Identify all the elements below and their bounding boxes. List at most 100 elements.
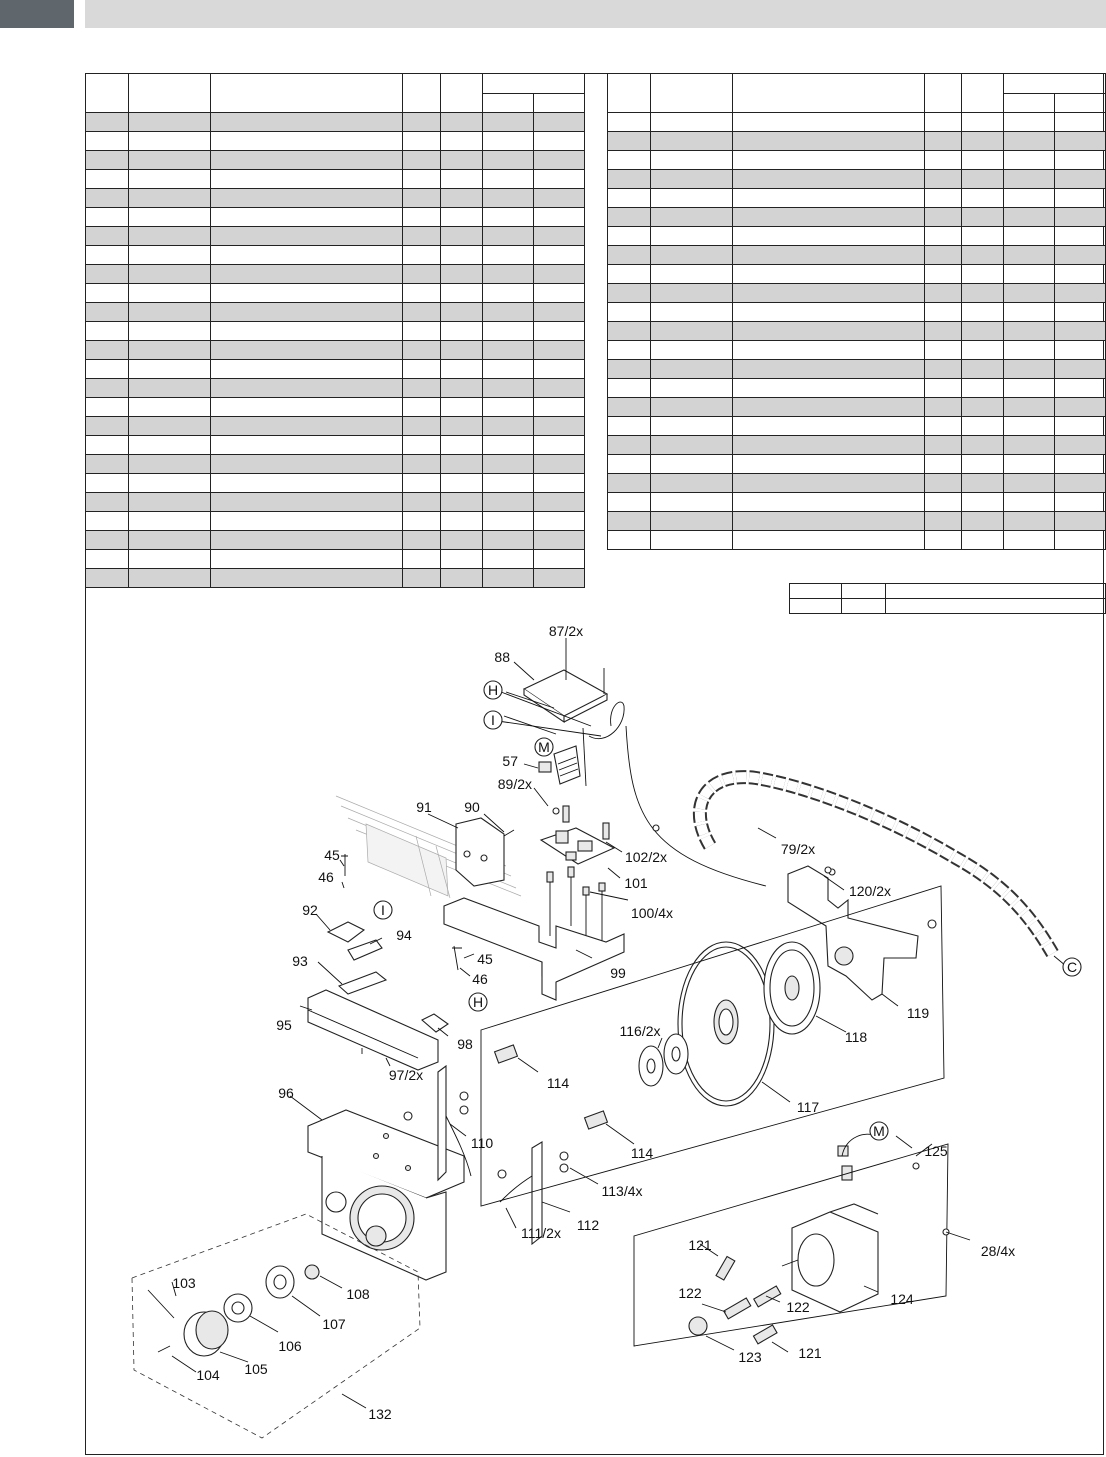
table-cell xyxy=(402,511,441,531)
table-cell xyxy=(961,530,1004,550)
table-cell xyxy=(961,416,1004,436)
table-cell xyxy=(650,169,733,189)
table-cell xyxy=(650,511,733,531)
table-cell xyxy=(1003,511,1055,531)
carriage-95 xyxy=(307,989,439,1071)
table-cell xyxy=(210,188,403,208)
table-row xyxy=(607,511,1106,531)
table-cell xyxy=(924,454,962,474)
table-cell xyxy=(607,492,651,512)
table-cell xyxy=(607,454,651,474)
table-cell xyxy=(924,378,962,398)
table-cell xyxy=(1054,530,1106,550)
table-cell xyxy=(924,207,962,227)
table-cell xyxy=(961,435,1004,455)
table-cell xyxy=(961,473,1004,493)
table-cell xyxy=(85,264,129,284)
table-row xyxy=(607,378,1106,398)
table-cell xyxy=(482,245,534,265)
table-cell xyxy=(961,150,1004,170)
table-cell xyxy=(128,245,211,265)
table-cell xyxy=(924,340,962,360)
table-cell xyxy=(440,359,483,379)
table-cell xyxy=(607,207,651,227)
table-cell xyxy=(440,283,483,303)
table-cell xyxy=(732,340,925,360)
table-cell xyxy=(533,416,585,436)
table-cell xyxy=(650,207,733,227)
table-cell xyxy=(128,340,211,360)
table-cell xyxy=(482,454,534,474)
table-cell xyxy=(924,169,962,189)
table-cell xyxy=(210,245,403,265)
table-cell xyxy=(650,131,733,151)
table-cell xyxy=(533,283,585,303)
table-cell xyxy=(1054,264,1106,284)
table-cell xyxy=(1003,245,1055,265)
table-cell xyxy=(85,283,129,303)
table-row xyxy=(607,207,1106,227)
table-cell xyxy=(402,264,441,284)
table-cell xyxy=(210,226,403,246)
bracket-91 xyxy=(455,817,515,887)
table-cell xyxy=(210,321,403,341)
table-cell xyxy=(85,226,129,246)
table-cell xyxy=(85,245,129,265)
table-cell xyxy=(650,435,733,455)
table-cell xyxy=(1054,435,1106,455)
table-cell xyxy=(924,321,962,341)
table-cell xyxy=(607,511,651,531)
table-cell xyxy=(440,302,483,322)
table-cell xyxy=(482,530,534,550)
table-cell xyxy=(924,264,962,284)
table-cell xyxy=(1054,207,1106,227)
table-cell xyxy=(482,473,534,493)
table-cell xyxy=(482,321,534,341)
table-cell xyxy=(650,454,733,474)
callout-107: 107 xyxy=(322,1316,346,1332)
table-cell xyxy=(128,568,211,588)
table-cell xyxy=(128,264,211,284)
table-cell xyxy=(402,416,441,436)
callout-112: 112 xyxy=(577,1217,600,1233)
table-cell xyxy=(732,473,925,493)
callout-105: 105 xyxy=(244,1361,268,1377)
table-cell xyxy=(128,112,211,132)
table-cell xyxy=(732,131,925,151)
motor-spacers xyxy=(688,1255,782,1345)
table-row xyxy=(607,226,1106,246)
table-cell xyxy=(607,264,651,284)
table-cell xyxy=(482,397,534,417)
table-cell xyxy=(1003,435,1055,455)
table-cell xyxy=(1003,340,1055,360)
table-cell xyxy=(533,511,585,531)
callout-92: 92 xyxy=(302,902,318,918)
table-row xyxy=(607,359,1106,379)
table-cell xyxy=(482,340,534,360)
table-cell xyxy=(402,283,441,303)
table-cell xyxy=(482,207,534,227)
table-cell xyxy=(607,435,651,455)
table-cell xyxy=(607,321,651,341)
callout-132: 132 xyxy=(368,1406,392,1422)
table-cell xyxy=(1054,511,1106,531)
table-cell xyxy=(85,131,129,151)
table-cell xyxy=(1054,397,1106,417)
bracket-99 xyxy=(443,897,625,1001)
table-cell xyxy=(650,530,733,550)
standoffs-100-102 xyxy=(546,805,610,946)
idler-plate-119 xyxy=(787,865,919,1001)
callout-i-mid: I xyxy=(381,902,385,918)
table-cell xyxy=(1003,188,1055,208)
table-row xyxy=(85,131,585,151)
table-row xyxy=(85,302,585,322)
legend-table xyxy=(789,583,1106,614)
table-cell xyxy=(1003,454,1055,474)
motor-124 xyxy=(781,1133,879,1313)
table-cell xyxy=(732,169,925,189)
table-cell xyxy=(128,283,211,303)
table-cell xyxy=(650,226,733,246)
table-cell xyxy=(607,416,651,436)
table-cell xyxy=(482,112,534,132)
table-cell xyxy=(607,530,651,550)
